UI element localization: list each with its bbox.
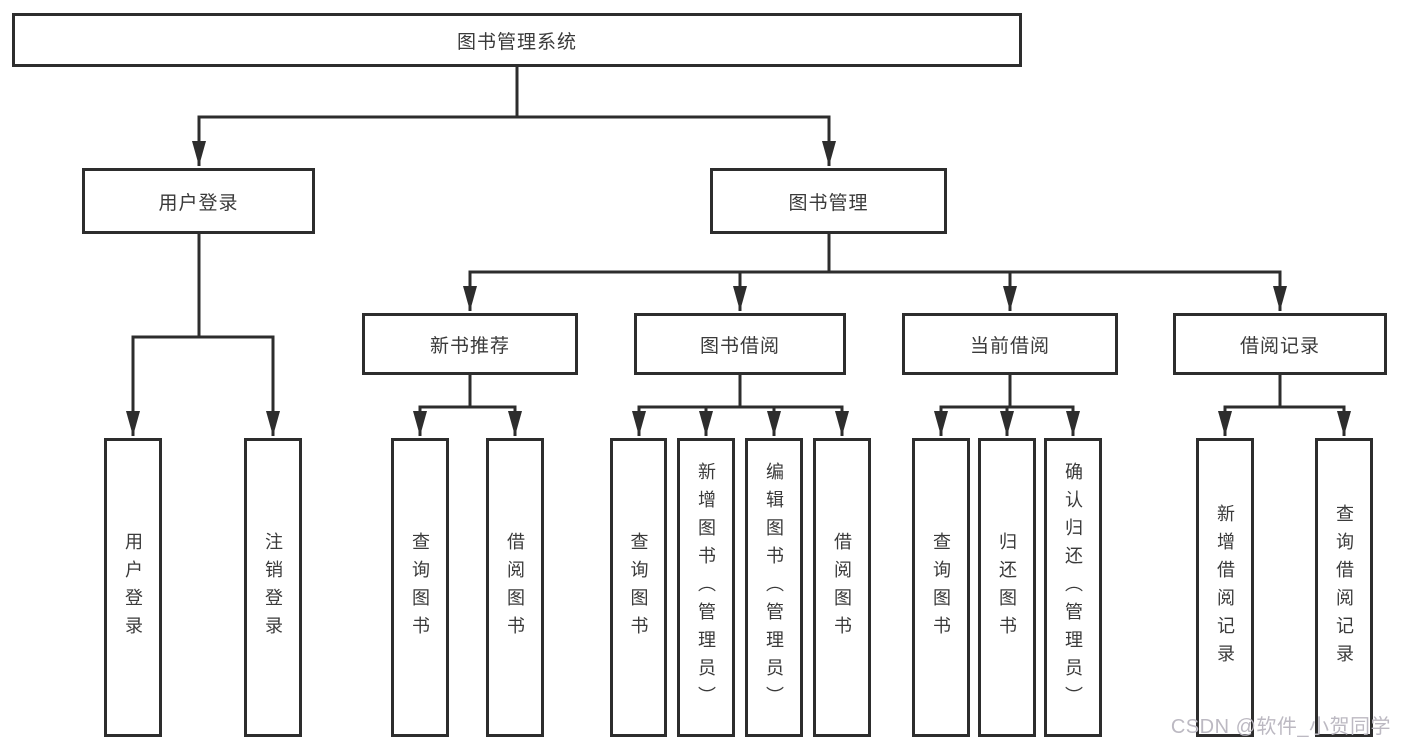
node-root-system: 图书管理系统 xyxy=(12,13,1022,67)
node-borrowing-records: 借阅记录 xyxy=(1173,313,1387,375)
leaf-logout: 注销登录 xyxy=(244,438,302,737)
node-book-management: 图书管理 xyxy=(710,168,947,234)
leaf-nbr-borrow-books: 借阅图书 xyxy=(486,438,544,737)
connector-book-borrow xyxy=(632,375,849,436)
leaf-br-query-record: 查询借阅记录 xyxy=(1315,438,1373,737)
connector-user-login xyxy=(126,234,280,436)
connector-book-mgmt xyxy=(463,234,1287,311)
leaf-bb-borrow-books: 借阅图书 xyxy=(813,438,871,737)
leaf-user-login: 用户登录 xyxy=(104,438,162,737)
node-user-login: 用户登录 xyxy=(82,168,315,234)
node-current-borrowing: 当前借阅 xyxy=(902,313,1118,375)
leaf-br-add-record: 新增借阅记录 xyxy=(1196,438,1254,737)
leaf-cb-query-books: 查询图书 xyxy=(912,438,970,737)
leaf-bb-query-books: 查询图书 xyxy=(610,438,667,737)
leaf-cb-return-books: 归还图书 xyxy=(978,438,1036,737)
connector-root xyxy=(192,67,836,166)
leaf-bb-edit-books-admin: 编辑图书（管理员） xyxy=(745,438,803,737)
connector-borrow-records xyxy=(1218,375,1351,436)
node-book-borrowing: 图书借阅 xyxy=(634,313,846,375)
leaf-cb-confirm-return-admin: 确认归还（管理员） xyxy=(1044,438,1102,737)
node-new-book-recommend: 新书推荐 xyxy=(362,313,578,375)
connector-current-borrow xyxy=(934,375,1080,436)
leaf-bb-add-books-admin: 新增图书（管理员） xyxy=(677,438,735,737)
leaf-nbr-query-books: 查询图书 xyxy=(391,438,449,737)
connector-new-book-rec xyxy=(413,375,522,436)
watermark: CSDN @软件_小贺同学 xyxy=(1170,716,1391,738)
